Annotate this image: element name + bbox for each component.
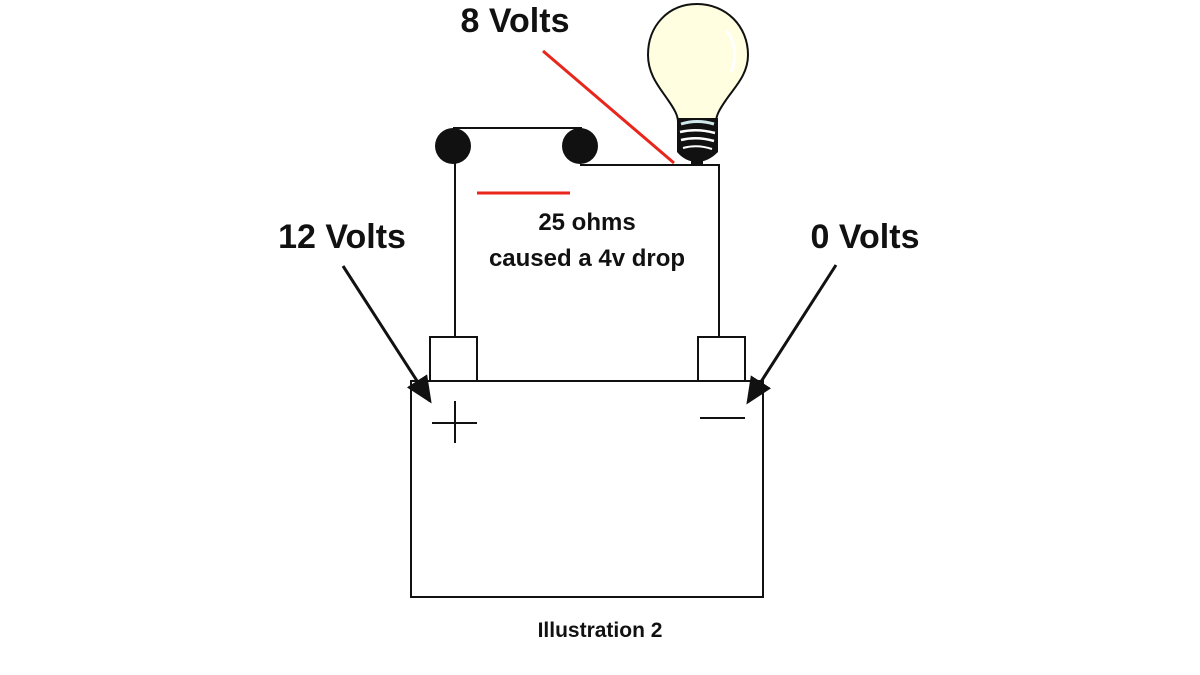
battery-negative-terminal [697,336,746,382]
battery-body [410,380,764,598]
battery-positive-terminal [429,336,478,382]
negative-arrow [746,264,838,405]
illustration-caption: Illustration 2 [538,619,663,642]
negative-voltage-label: 0 Volts [811,218,920,256]
resistor-terminal-right [562,128,598,164]
positive-arrow [341,265,432,404]
bulb-voltage-label: 8 Volts [461,2,570,40]
light-bulb-icon [646,2,750,164]
positive-voltage-label: 12 Volts [278,218,406,256]
voltage-drop-label: caused a 4v drop [489,245,685,272]
resistor-terminal-left [435,128,471,164]
bulb-voltage-indicator-line [542,49,675,165]
resistance-label: 25 ohms [538,209,635,236]
positive-symbol-icon [432,401,477,443]
circuit-wires [453,127,720,338]
